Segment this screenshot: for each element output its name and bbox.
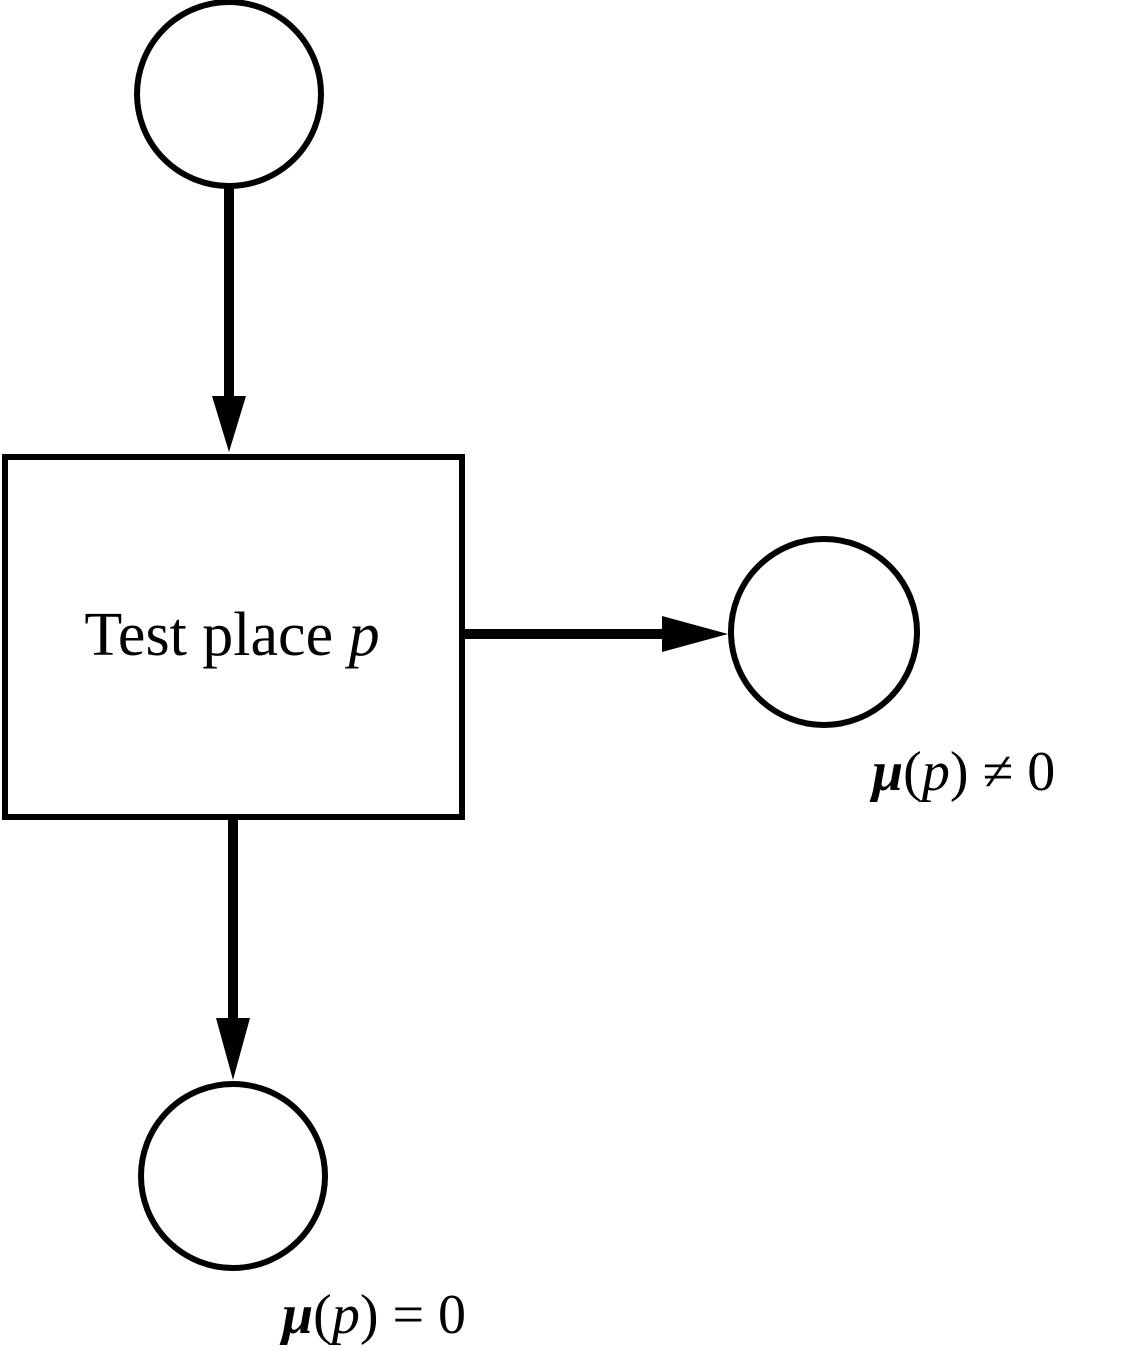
zero-var: p — [328, 1284, 360, 1346]
nonzero-open-paren: ( — [903, 741, 922, 803]
zero-output-place — [138, 1081, 328, 1271]
nonzero-relation: ≠ 0 — [968, 741, 1055, 803]
zero-condition-label: μ(p) = 0 — [279, 1284, 466, 1346]
arrowhead-transition-to-nonzero — [662, 616, 728, 652]
transition-label-var: p — [345, 601, 380, 669]
zero-mu: μ — [279, 1284, 313, 1346]
transition-label: Test place p — [84, 601, 379, 669]
nonzero-condition-label: μ(p) ≠ 0 — [869, 741, 1055, 803]
arrowhead-input-to-transition — [212, 396, 246, 452]
arrowhead-transition-to-zero — [216, 1018, 250, 1080]
nonzero-mu: μ — [869, 741, 903, 803]
zero-relation: = 0 — [378, 1284, 466, 1346]
transition-label-main: Test place — [84, 601, 348, 669]
input-place — [134, 0, 324, 189]
nonzero-output-place — [728, 536, 920, 728]
nonzero-close-paren: ) — [950, 741, 969, 803]
zero-open-paren: ( — [313, 1284, 332, 1346]
nonzero-var: p — [918, 741, 950, 803]
zero-close-paren: ) — [360, 1284, 379, 1346]
